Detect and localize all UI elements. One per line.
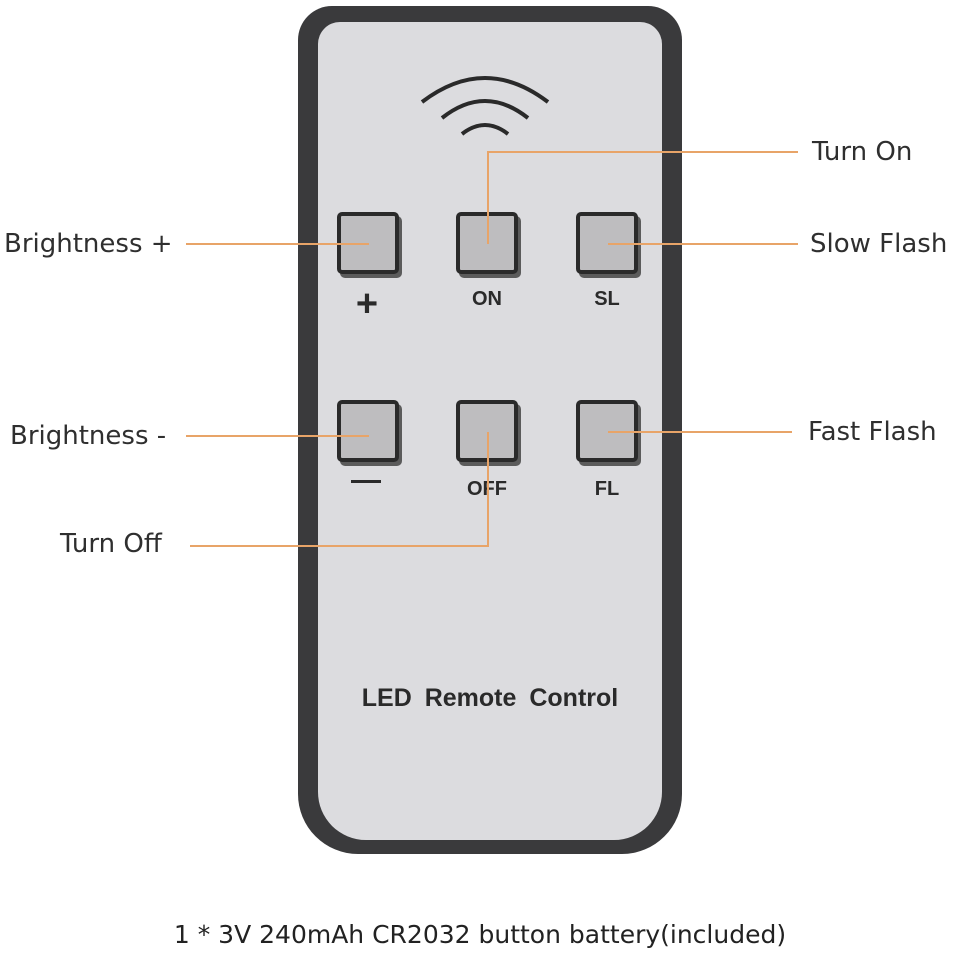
minus-symbol-label — [351, 480, 381, 483]
battery-caption: 1 * 3V 240mAh CR2032 button battery(incl… — [173, 920, 787, 949]
callout-brightness-minus: Brightness - — [10, 421, 167, 451]
callout-slow-flash: Slow Flash — [810, 229, 948, 259]
fast-flash-button[interactable] — [576, 400, 638, 462]
wireless-signal-icon — [420, 76, 550, 136]
on-key-label: ON — [472, 288, 502, 310]
callout-brightness-plus: Brightness + — [4, 229, 173, 259]
callout-turn-off: Turn Off — [60, 529, 162, 559]
callout-fast-flash: Fast Flash — [808, 417, 937, 447]
on-button[interactable] — [456, 212, 518, 274]
brightness-minus-button[interactable] — [337, 400, 399, 462]
callout-turn-on: Turn On — [812, 137, 913, 167]
sl-key-label: SL — [594, 288, 620, 310]
off-button[interactable] — [456, 400, 518, 462]
remote-brand-text: LED Remote Control — [361, 684, 619, 712]
off-key-label: OFF — [467, 478, 507, 500]
brightness-plus-button[interactable] — [337, 212, 399, 274]
slow-flash-button[interactable] — [576, 212, 638, 274]
plus-symbol-label: + — [355, 283, 379, 325]
fl-key-label: FL — [594, 478, 620, 500]
